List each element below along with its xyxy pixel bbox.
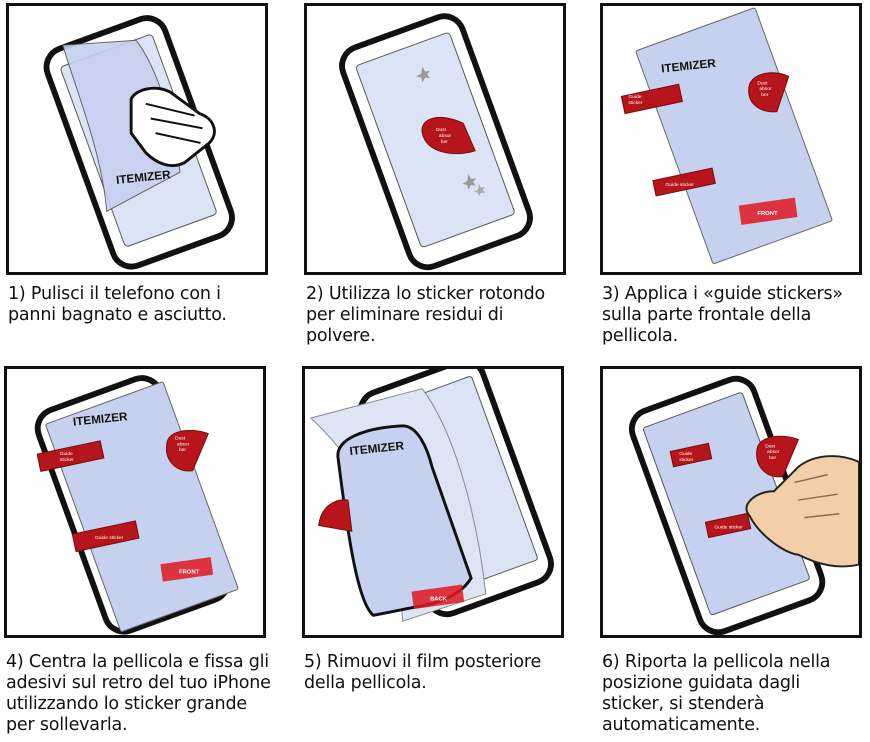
back-tag-5: BACK bbox=[430, 597, 448, 603]
dust-4-line-3: ber bbox=[179, 447, 186, 453]
guide-bottom-label: Guide sticker bbox=[666, 182, 695, 188]
press-finger-icon: Guide sticker Dust absor ber Guide stick… bbox=[628, 375, 859, 635]
step-5-caption: 5) Rimuovi il film posteriore della pell… bbox=[304, 652, 542, 693]
brand-logo-5: ITEMIZER bbox=[349, 439, 405, 458]
step-3-caption: 3) Applica i «guide stickers» sulla part… bbox=[602, 284, 843, 346]
dust-3-line-2: absor bbox=[759, 86, 772, 92]
guide-top-4-line-1: Guide bbox=[60, 451, 73, 457]
guide-sticker-icon: ITEMIZER Guide sticker Dust absor ber Gu… bbox=[620, 7, 833, 264]
step-6-panel: Guide sticker Dust absor ber Guide stick… bbox=[600, 366, 862, 638]
brand-logo-4: ITEMIZER bbox=[72, 410, 128, 429]
dust-sticker-line-1: Dust bbox=[436, 127, 447, 133]
dust-4-line-2: absor bbox=[177, 441, 190, 447]
step-3-panel: ITEMIZER Guide sticker Dust absor ber Gu… bbox=[600, 3, 862, 275]
step-1-caption: 1) Pulisci il telefono con i panni bagna… bbox=[8, 284, 227, 325]
dust-sticker-icon: Dust absor ber bbox=[339, 13, 533, 271]
dust-6-line-3: ber bbox=[769, 455, 776, 461]
step-5-panel: ITEMIZER BACK bbox=[302, 366, 564, 638]
step-2-panel: Dust absor ber bbox=[304, 3, 566, 275]
guide-top-4-line-2: sticker bbox=[60, 457, 74, 463]
dust-6-line-1: Dust bbox=[765, 443, 776, 449]
dust-6-line-2: absor bbox=[767, 449, 780, 455]
step-4-panel: ITEMIZER Guide sticker Dust absor ber Gu… bbox=[4, 366, 266, 638]
step-2-caption: 2) Utilizza lo sticker rotondo per elimi… bbox=[306, 284, 546, 346]
guide-top-6-line-2: sticker bbox=[679, 457, 693, 463]
step-6-caption: 6) Riporta la pellicola nella posizione … bbox=[602, 652, 831, 735]
step-1-panel: ITEMIZER bbox=[6, 3, 268, 275]
guide-bottom-4-label: Guide sticker bbox=[95, 535, 124, 541]
guide-bottom-6-label: Guide sticker bbox=[714, 524, 743, 530]
dust-sticker-line-3: ber bbox=[441, 139, 448, 145]
brand-logo: ITEMIZER bbox=[115, 168, 171, 187]
dust-sticker-line-2: absor bbox=[439, 133, 452, 139]
guide-top-line-2: sticker bbox=[628, 100, 642, 106]
cleaning-hand-icon: ITEMIZER bbox=[43, 15, 235, 270]
dust-3-line-1: Dust bbox=[757, 80, 768, 86]
dust-3-line-3: ber bbox=[761, 92, 768, 98]
front-tag-4: FRONT bbox=[179, 569, 200, 575]
dust-4-line-1: Dust bbox=[175, 435, 186, 441]
front-tag-3: FRONT bbox=[757, 211, 778, 217]
align-film-icon: ITEMIZER Guide sticker Dust absor ber Gu… bbox=[34, 375, 239, 635]
brand-logo-3: ITEMIZER bbox=[661, 57, 717, 76]
step-4-caption: 4) Centra la pellicola e fissa gli adesi… bbox=[6, 652, 271, 735]
guide-top-6-line-1: Guide bbox=[679, 451, 692, 457]
guide-top-line-1: Guide bbox=[628, 94, 641, 100]
peel-film-icon: ITEMIZER BACK bbox=[309, 369, 554, 622]
